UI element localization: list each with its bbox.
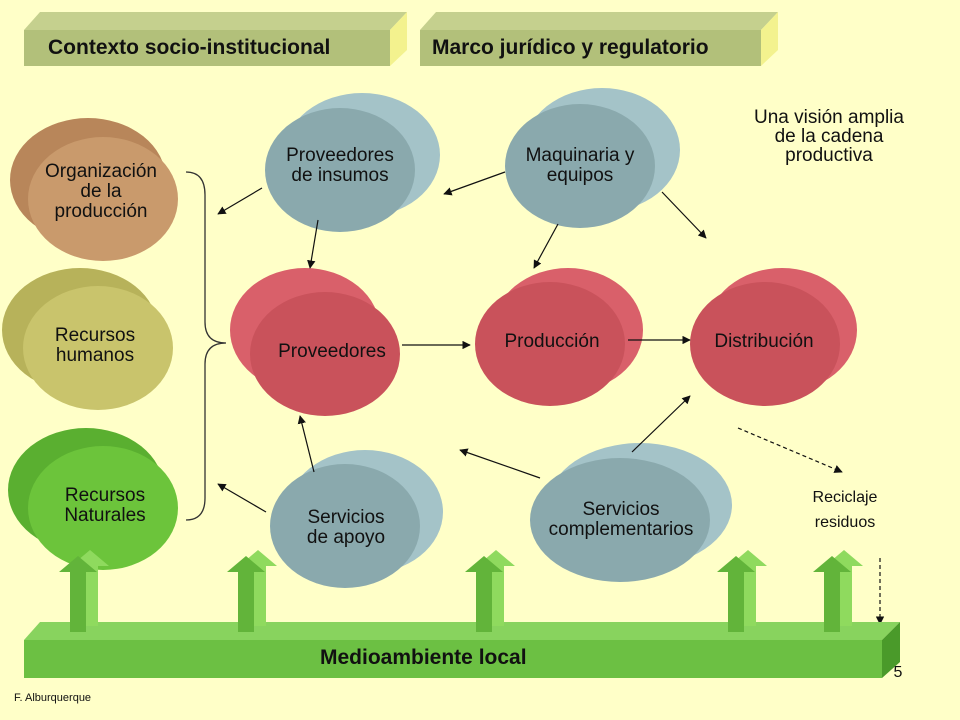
side-note: Una visión amplia de la cadena productiv…	[754, 107, 904, 166]
arrow-complementarios-to-apoyo	[459, 448, 541, 479]
node-maquinaria	[505, 88, 680, 228]
arrow-apoyo-to-naturales	[217, 483, 267, 513]
arrow-maquinaria-to-insumos	[443, 171, 506, 196]
arrow-apoyo-to-proveedores	[297, 415, 315, 473]
node-proveedores-insumos	[265, 93, 440, 232]
recycle-label: Reciclaje residuos	[812, 489, 878, 531]
exchange-arrow-2	[227, 550, 277, 632]
label-recursos-naturales: Recursos Naturales	[64, 485, 146, 526]
page-number: 5	[893, 664, 903, 681]
exchange-arrow-5	[813, 550, 863, 632]
arrow-insumos-to-proveedores	[307, 219, 319, 269]
label-proveedores-insumos: Proveedores de insumos	[286, 145, 394, 186]
context-banner	[24, 12, 407, 66]
environment-banner-label: Medioambiente local	[320, 646, 527, 669]
arrow-maquinaria-to-distribucion	[661, 191, 707, 239]
node-servicios-apoyo	[270, 450, 443, 588]
legal-banner	[420, 12, 778, 66]
node-proveedores	[230, 268, 400, 416]
label-proveedores: Proveedores	[278, 341, 386, 362]
exchange-arrow-1	[59, 550, 109, 632]
author-credit: F. Alburquerque	[14, 692, 92, 704]
node-servicios-complementarios	[530, 443, 732, 582]
arrow-distribucion-to-reciclaje	[737, 427, 843, 473]
arrows	[217, 171, 885, 625]
node-produccion	[475, 268, 643, 406]
arrow-insumos-to-organizacion	[217, 187, 263, 215]
context-banner-label: Contexto socio-institucional	[48, 36, 331, 59]
arrow-complementarios-to-distribucion	[631, 395, 691, 453]
node-distribucion	[690, 268, 857, 406]
node-organizacion	[10, 118, 178, 261]
node-recursos-humanos	[2, 268, 173, 410]
label-distribucion: Distribución	[714, 331, 814, 352]
label-servicios-complementarios: Servicios complementarios	[548, 499, 694, 540]
legal-banner-label: Marco jurídico y regulatorio	[432, 36, 709, 59]
exchange-arrow-3	[465, 550, 515, 632]
grouping-bracket	[185, 171, 227, 521]
arrow-maquinaria-to-produccion	[533, 223, 559, 269]
exchange-arrow-4	[717, 550, 767, 632]
label-servicios-apoyo: Servicios de apoyo	[306, 507, 386, 548]
label-maquinaria: Maquinaria y equipos	[525, 145, 635, 186]
node-recursos-naturales	[8, 428, 178, 570]
label-produccion: Producción	[504, 331, 600, 352]
exchange-arrows	[59, 550, 863, 632]
label-organizacion: Organización de la producción	[45, 161, 157, 222]
label-recursos-humanos: Recursos humanos	[54, 325, 136, 366]
